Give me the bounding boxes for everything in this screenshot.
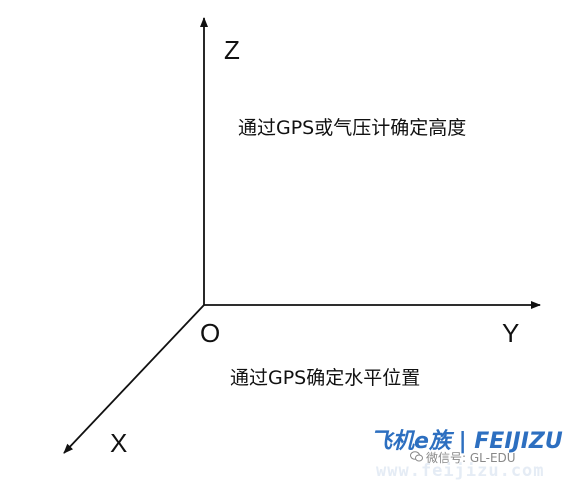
- wechat-icon: [410, 451, 423, 462]
- y-axis-label: Y: [502, 318, 520, 348]
- x-axis: [63, 304, 205, 454]
- altitude-annotation: 通过GPS或气压计确定高度: [238, 117, 467, 139]
- site-watermark: www.feijizu.com: [376, 461, 545, 481]
- z-axis-label: Z: [224, 35, 240, 65]
- origin-label: O: [200, 318, 221, 348]
- brand-watermark: 飞机e族 | FEIJIZU: [370, 429, 563, 454]
- horizontal-annotation: 通过GPS确定水平位置: [230, 367, 421, 389]
- x-axis-label: X: [110, 428, 128, 458]
- wechat-id-watermark: 微信号: GL-EDU: [426, 451, 516, 465]
